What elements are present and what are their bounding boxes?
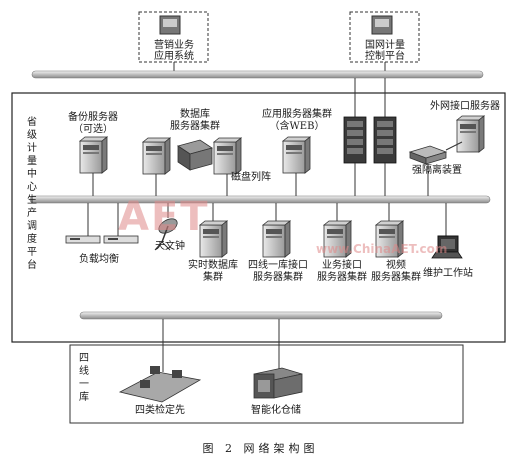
bottom-side-label: 四线一库 (79, 353, 89, 403)
video-label-1: 视频 (386, 260, 406, 271)
verification-label: 四类检定先 (135, 405, 185, 416)
bottom-network-bus (79, 311, 443, 320)
watermark-logo: AET (118, 194, 210, 240)
marketing-system-label-2: 应用系统 (154, 51, 194, 62)
siku-interface-server-icon (262, 220, 291, 258)
firewall-rack-icon-2 (373, 116, 397, 164)
firewall-rack-icon-1 (343, 116, 367, 164)
center-title-vertical: 省级计量中心生产调度平台 (27, 117, 37, 271)
load-balancer-icon-2 (103, 235, 139, 244)
load-balancer-icon-1 (65, 235, 101, 244)
database-server-icon-1 (142, 137, 171, 175)
isolation-device-icon (408, 145, 448, 165)
disk-array-label: 磁盘列阵 (231, 172, 271, 183)
external-server-icon (456, 115, 485, 153)
backup-server-label-2: （可选） (73, 124, 113, 135)
marketing-system-label-1: 营销业务 (154, 40, 194, 51)
verification-line-icon (118, 366, 202, 403)
isolation-device-label: 强隔离装置 (412, 165, 462, 176)
backup-server-label-1: 备份服务器 (68, 112, 118, 123)
marketing-system-icon (159, 15, 181, 35)
watermark-url: www.ChinaAET.com (316, 242, 448, 256)
external-server-label: 外网接口服务器 (430, 101, 500, 112)
maintenance-workstation-icon (431, 235, 463, 259)
maintenance-label: 维护工作站 (423, 268, 473, 279)
load-balance-label: 负载均衡 (79, 254, 119, 265)
database-server-icon-2 (213, 137, 242, 175)
realtime-label-2: 集群 (203, 272, 223, 283)
middle-network-bus (29, 195, 491, 204)
database-label-1: 数据库 (180, 109, 210, 120)
control-platform-icon (371, 15, 393, 35)
control-platform-box (349, 11, 420, 63)
application-label-1: 应用服务器集群 (262, 109, 332, 120)
smart-storage-icon (253, 367, 303, 399)
disk-array-icon (177, 139, 213, 171)
center-frame (11, 92, 506, 343)
video-label-2: 服务器集群 (371, 272, 421, 283)
field-systems-box (69, 344, 464, 424)
marketing-system-box (138, 11, 209, 63)
control-platform-label-2: 控制平台 (365, 51, 405, 62)
business-label-2: 服务器集群 (317, 272, 367, 283)
storage-label: 智能化仓储 (251, 405, 301, 416)
realtime-label-1: 实时数据库 (188, 260, 238, 271)
siku-label-1: 四线一库接口 (248, 260, 308, 271)
application-label-2: （含WEB） (269, 121, 325, 132)
clock-satellite-icon (154, 218, 178, 251)
backup-server-icon (79, 136, 108, 174)
figure-caption: 图 2 网络架构图 (202, 442, 319, 455)
business-label-1: 业务接口 (322, 260, 362, 271)
clock-label: 天文钟 (155, 241, 185, 252)
top-network-bus (31, 70, 484, 79)
control-platform-label-1: 国网计量 (365, 40, 405, 51)
siku-label-2: 服务器集群 (253, 272, 303, 283)
application-server-icon (282, 136, 311, 174)
database-label-2: 服务器集群 (170, 121, 220, 132)
